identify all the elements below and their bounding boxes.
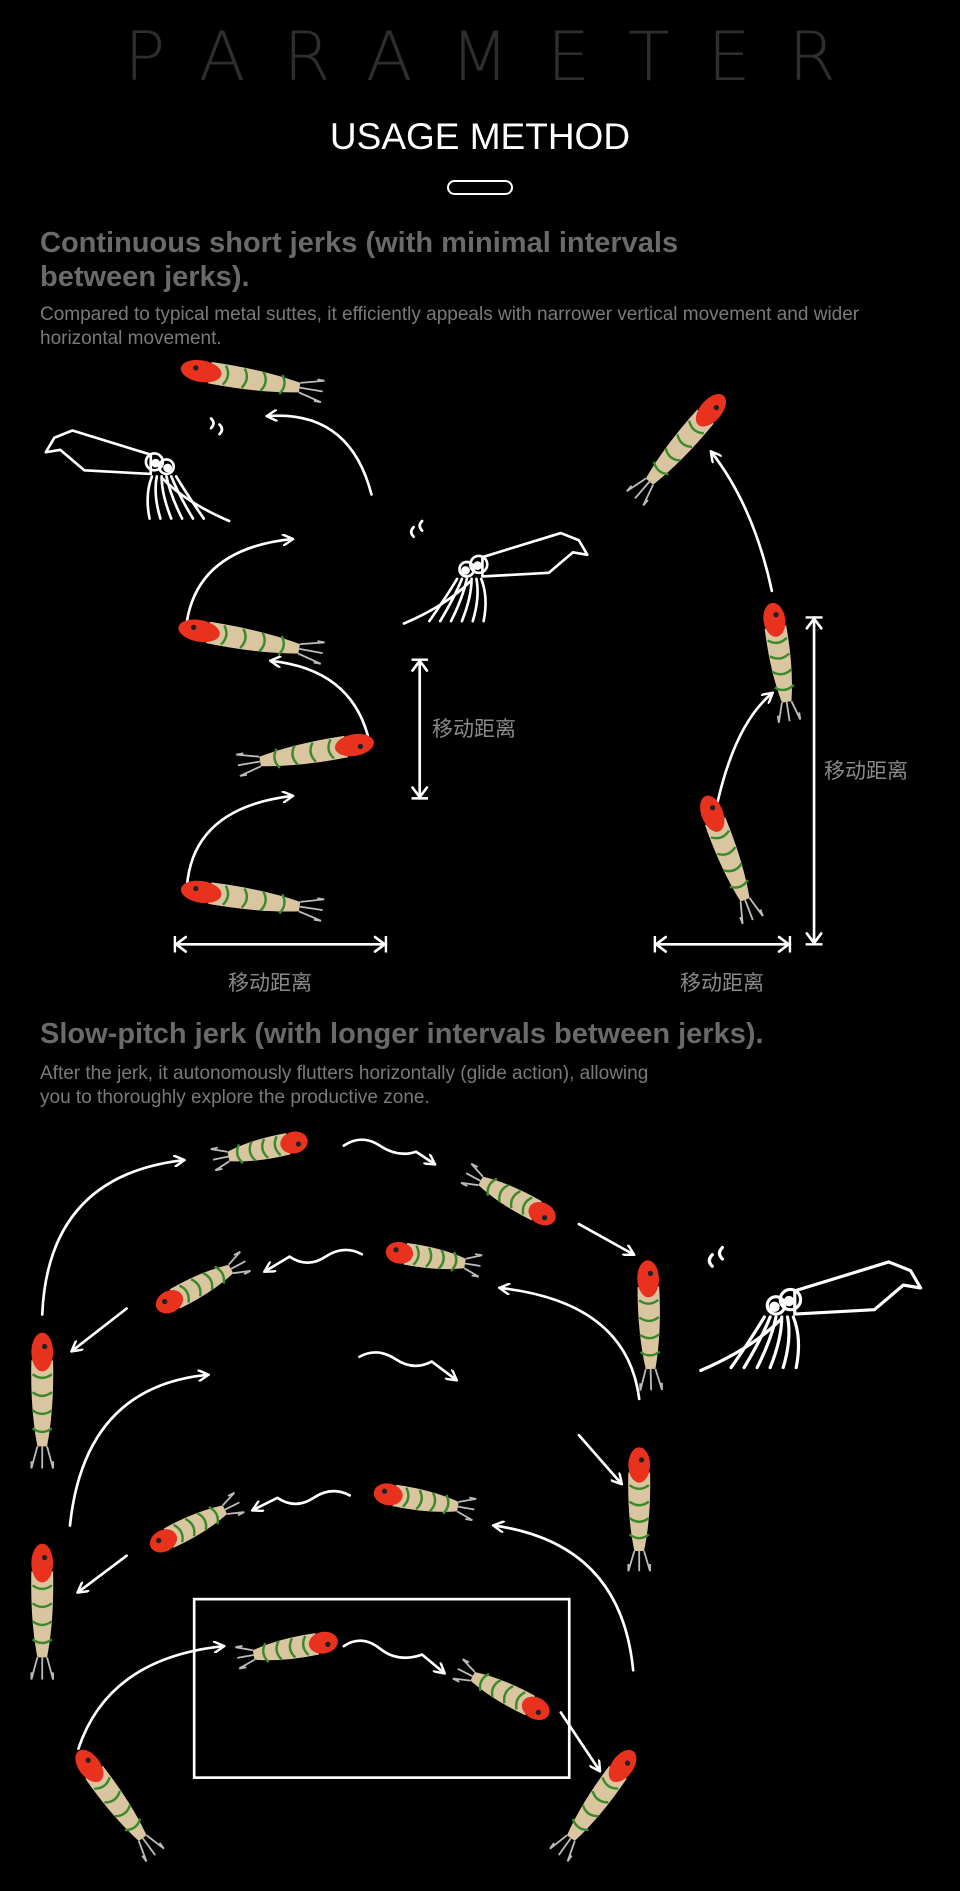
motion-arrow <box>72 1307 128 1351</box>
squid-jig-lure <box>700 795 764 925</box>
motion-arrow <box>265 1248 364 1271</box>
motion-arrow <box>712 452 774 593</box>
motion-arrow <box>253 1489 352 1510</box>
motion-arrow <box>40 1160 183 1316</box>
squid-jig-lure <box>235 1631 338 1670</box>
squid-jig-lure <box>30 1543 54 1680</box>
motion-arrow <box>577 1222 633 1254</box>
motion-arrow <box>271 661 370 737</box>
squid-jig-lure <box>627 1447 651 1572</box>
squid-jig-lure <box>385 1241 483 1278</box>
motion-arrow <box>716 693 772 804</box>
motion-arrow <box>77 1646 223 1751</box>
title-divider <box>447 180 513 195</box>
motion-arrow <box>185 539 292 623</box>
motion-arrow <box>358 1351 455 1379</box>
squid-jig-lure <box>180 880 325 922</box>
motion-arrow <box>78 1554 128 1592</box>
squid-jig-lure <box>549 1749 637 1862</box>
squid-jig-lure <box>75 1749 165 1863</box>
focus-zone-box <box>192 1597 571 1779</box>
section-title: USAGE METHOD <box>329 116 631 157</box>
distance-label: 移动距离 <box>228 972 312 995</box>
squid-jig-lure <box>178 619 325 665</box>
squid-jig-lure <box>180 359 325 404</box>
motion-arrow <box>494 1526 635 1672</box>
distance-label: 移动距离 <box>824 760 908 783</box>
motion-arrow <box>577 1433 621 1483</box>
squid-illustration <box>699 1245 923 1373</box>
section2-body: After the jerk, it autonomously flutters… <box>40 1063 649 1108</box>
motion-arrow <box>68 1375 207 1527</box>
squid-jig-lure <box>235 733 374 777</box>
section2-heading: Slow-pitch jerk (with longer intervals b… <box>40 1018 764 1050</box>
page-title: PARAMETER <box>124 18 874 97</box>
squid-jig-lure <box>763 602 802 723</box>
section1-body: Compared to typical metal suttes, it eff… <box>40 304 860 349</box>
squid-jig-lure <box>460 1162 556 1226</box>
squid-jig-lure <box>637 1260 663 1391</box>
motion-arrow <box>268 416 373 496</box>
squid-illustration <box>44 417 231 523</box>
squid-jig-lure <box>30 1332 54 1469</box>
squid-jig-lure <box>373 1483 477 1522</box>
squid-jig-lure <box>155 1250 251 1314</box>
squid-jig-lure <box>149 1491 245 1553</box>
squid-jig-lure <box>452 1658 550 1721</box>
section1-heading: Continuous short jerks (with minimal int… <box>40 227 679 293</box>
motion-arrow <box>185 796 292 888</box>
motion-arrow <box>342 1639 444 1673</box>
distance-label: 移动距离 <box>432 718 516 741</box>
motion-arrow <box>342 1138 434 1164</box>
motion-arrow <box>559 1711 600 1771</box>
squid-jig-lure <box>626 393 727 507</box>
squid-illustration <box>402 519 589 625</box>
squid-jig-lure <box>210 1131 308 1172</box>
motion-arrow <box>501 1288 641 1401</box>
distance-label: 移动距离 <box>680 972 764 995</box>
